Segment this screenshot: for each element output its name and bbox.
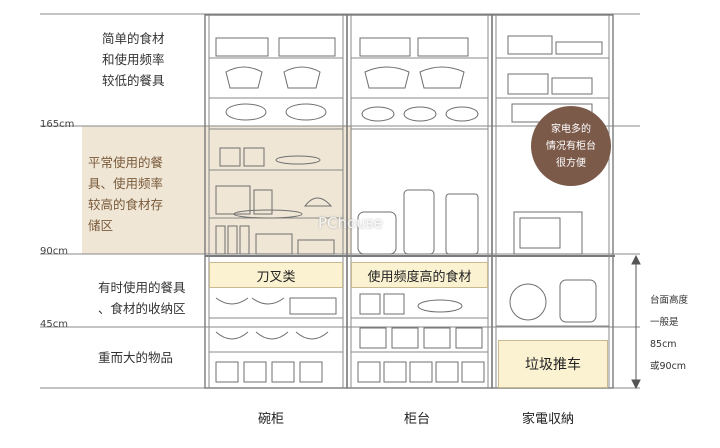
counter-height-dimension (631, 254, 641, 390)
zone-top-text: 简单的食材 和使用频率 较低的餐具 (102, 31, 165, 88)
appliance-frame (491, 14, 614, 389)
counter-height-note: 台面高度 一般是 85cm 或90cm (650, 290, 688, 378)
zone-bottom-text: 重而大的物品 (98, 350, 174, 365)
level-165cm: 165cm (40, 119, 75, 130)
note-line-2: 一般是 (650, 317, 679, 328)
note-line-1: 台面高度 (650, 295, 689, 306)
zone-lower-text: 有时使用的餐具 、食材的收纳区 (98, 280, 186, 316)
column-cupboard: 碗柜 (258, 412, 285, 427)
level-45cm: 45cm (40, 319, 68, 330)
dishware-sketches (215, 35, 603, 383)
frequent-use-highlight-left (82, 126, 352, 254)
level-90cm: 90cm (40, 246, 68, 257)
zone-middle-text: 平常使用的餐 具、使用频率 较高的食材存 储区 (88, 155, 164, 233)
note-line-4: 或90cm (650, 361, 687, 372)
bubble-line-1: 家电多的 (551, 123, 591, 135)
column-counter: 柜台 (404, 412, 431, 427)
trash-cart-label: 垃圾推车 (498, 340, 608, 388)
column-appliance: 家電収納 (522, 412, 575, 427)
appliance-bubble: 家电多的 情况有柜台 很方便 (531, 106, 611, 186)
knives-label: 刀叉类 (209, 262, 343, 288)
watermark: PChouse (318, 214, 383, 232)
bubble-line-3: 很方便 (556, 157, 586, 169)
bubble-line-2: 情况有柜台 (546, 140, 596, 152)
frequent-food-label: 使用频度高的食材 (351, 262, 488, 288)
note-line-3: 85cm (650, 339, 677, 350)
